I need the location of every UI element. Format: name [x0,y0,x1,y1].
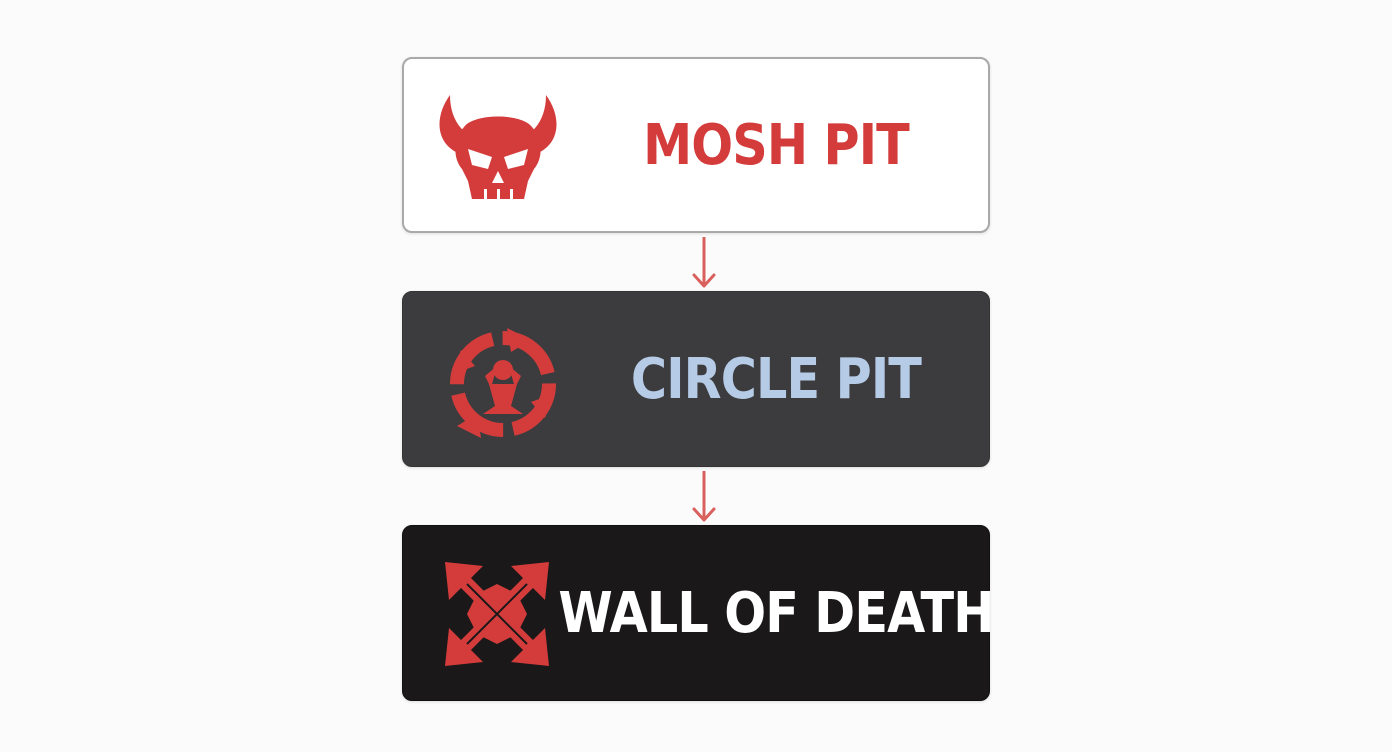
step-label: MOSH PIT [643,112,910,178]
crossed-arrows-icon [427,544,567,684]
step-label: CIRCLE PIT [630,346,922,412]
mosh-pit-box: MOSH PIT [402,57,990,233]
down-arrow-icon [684,469,724,525]
wall-of-death-box: WALL OF DEATH [402,525,995,701]
down-arrow-icon [684,235,724,291]
devil-skull-icon [428,77,568,217]
circle-pit-box: CIRCLE PIT [402,291,990,467]
step-label: WALL OF DEATH [558,580,994,646]
circular-arrows-icon [427,310,567,450]
